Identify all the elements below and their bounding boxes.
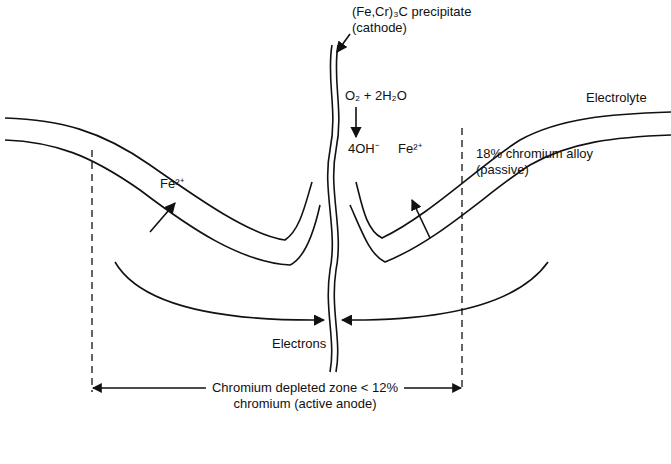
- precipitate-label: (Fe,Cr)₃C precipitate (cathode): [352, 4, 527, 36]
- metal-surface: [5, 140, 320, 265]
- reaction-arrow: [355, 107, 357, 137]
- electrolyte-surface: [356, 112, 671, 238]
- electron-arc: [342, 262, 548, 320]
- ion-arrow: [412, 200, 430, 238]
- grain-boundary: [334, 45, 339, 372]
- ion-label: Fe²⁺: [398, 141, 438, 157]
- ion-label: Fe²⁺: [160, 176, 200, 192]
- zone-label: Chromium depleted zone < 12% chromium (a…: [210, 380, 400, 412]
- electrolyte-label: Electrolyte: [586, 90, 666, 106]
- alloy-label: 18% chromium alloy (passive): [476, 146, 596, 178]
- electron-arc: [115, 262, 324, 320]
- leader-line: [337, 34, 350, 52]
- grain-boundary: [328, 45, 333, 372]
- dimension-arrow: [93, 387, 206, 388]
- metal-surface: [350, 135, 671, 262]
- electrolyte-surface: [5, 118, 312, 240]
- reaction-label: O₂ + 2H₂O: [345, 88, 435, 104]
- dimension-arrow: [404, 387, 461, 388]
- hydroxide-label: 4OH⁻: [348, 141, 393, 157]
- zone-boundary: [91, 150, 92, 392]
- ion-arrow: [150, 203, 175, 232]
- electrons-label: Electrons: [272, 336, 352, 352]
- zone-boundary: [461, 128, 462, 392]
